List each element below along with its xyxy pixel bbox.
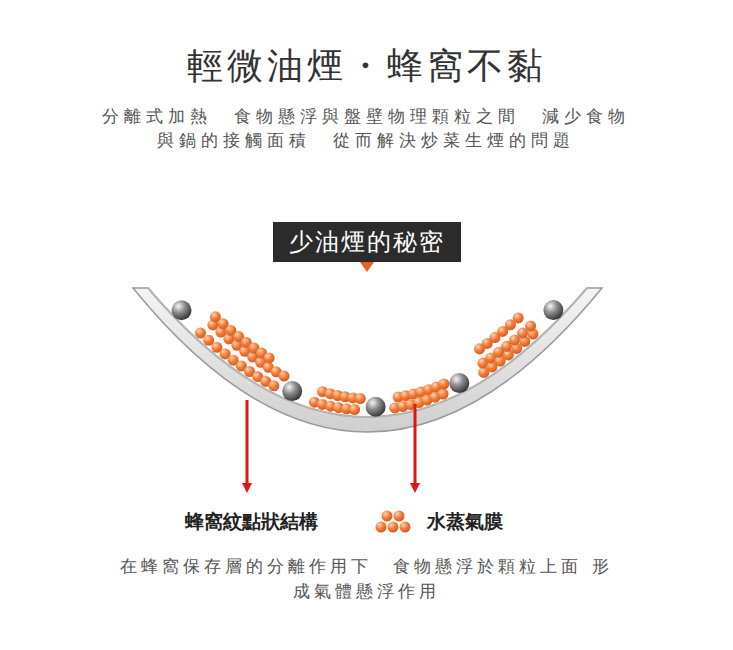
caption: 在蜂窩保存層的分離作用下 食物懸浮於顆粒上面 形成氣體懸浮作用 bbox=[119, 554, 614, 604]
subtitle: 分離式加熱 食物懸浮與盤壁物理顆粒之間 減少食物 與鍋的接觸面積 從而解決炒菜生… bbox=[96, 104, 636, 152]
badge-pointer bbox=[360, 262, 374, 272]
steam-icon bbox=[376, 511, 411, 533]
title: 輕微油煙・蜂窩不黏 bbox=[0, 42, 733, 91]
steam-film bbox=[195, 311, 539, 415]
leader-arrow bbox=[414, 404, 417, 488]
pan-inner-line bbox=[148, 288, 587, 417]
label: 蜂窩紋點狀結構 bbox=[185, 509, 318, 535]
honeycomb-dots bbox=[172, 300, 564, 417]
badge-text: 少油煙的秘密 bbox=[289, 228, 445, 256]
badge-box: 少油煙的秘密 bbox=[273, 222, 461, 262]
label: 水蒸氣膜 bbox=[427, 509, 503, 535]
leader-arrow bbox=[246, 400, 249, 488]
pan-wall bbox=[133, 288, 602, 432]
